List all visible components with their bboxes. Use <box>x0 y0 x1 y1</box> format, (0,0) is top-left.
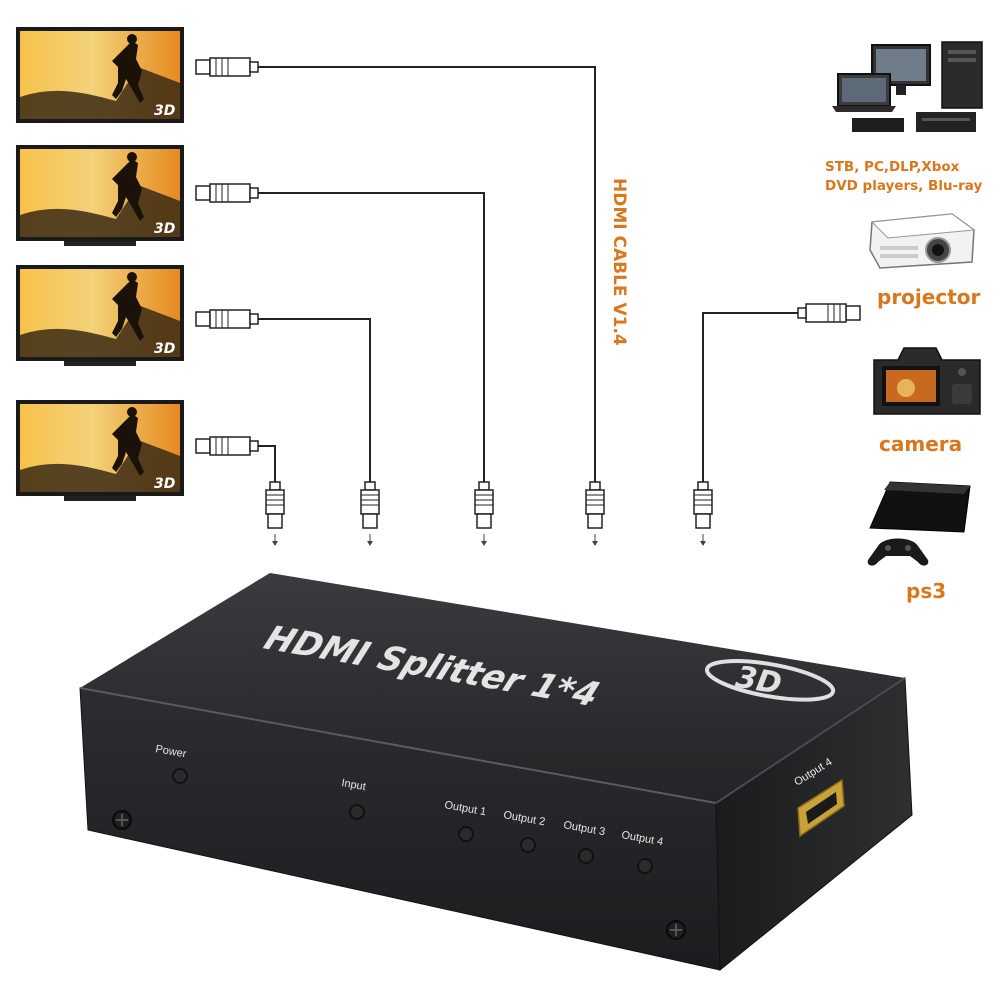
hdmi-plug-down-icon <box>693 481 713 547</box>
cable-tv2 <box>258 192 485 482</box>
tv-display-4: 3D <box>16 400 184 501</box>
hdmi-plug-icon <box>195 57 259 77</box>
camera-label: camera <box>879 432 962 456</box>
tv-display-2: 3D <box>16 145 184 246</box>
hdmi-plug-down-icon <box>360 481 380 547</box>
hdmi-plug-icon <box>195 436 259 456</box>
device-3d-badge-text: 3D <box>733 660 784 702</box>
hdmi-plug-icon <box>797 303 861 323</box>
tv-display-1: 3D <box>16 27 184 123</box>
hdmi-plug-down-icon <box>585 481 605 547</box>
tv-3d-badge: 3D <box>154 103 175 119</box>
hdmi-plug-icon <box>195 183 259 203</box>
hdmi-plug-down-icon <box>265 481 285 547</box>
output-4-led <box>637 858 653 874</box>
cables <box>258 66 802 482</box>
camera-icon <box>873 347 981 415</box>
device-3d-badge: 3D <box>704 659 836 702</box>
tv-3d-badge: 3D <box>154 476 175 492</box>
output-3-led <box>578 848 594 864</box>
sources-caption-line2: DVD players, Blu-ray <box>825 178 983 194</box>
output-1-led <box>458 826 474 842</box>
hdmi-splitter-device: HDMI Splitter 1*4 3D Power Input Output … <box>79 573 913 972</box>
hdmi-plug-icon <box>195 309 259 329</box>
game-console-icon <box>867 481 971 566</box>
projector-icon <box>869 213 976 269</box>
tv-display-3: 3D <box>16 265 184 366</box>
tv-3d-badge: 3D <box>154 221 175 237</box>
screw-icon <box>666 920 686 940</box>
output-2-led <box>520 837 536 853</box>
cable-tv1 <box>258 66 596 482</box>
projector-label: projector <box>877 285 980 309</box>
hdmi-port-icon <box>797 778 845 838</box>
cable-label: HDMI CABLE V1.4 <box>609 178 629 346</box>
input-label: Input <box>340 777 366 793</box>
power-led <box>172 768 188 784</box>
cable-tv4 <box>258 445 276 482</box>
sources-caption-line1: STB, PC,DLP,Xbox <box>825 159 960 175</box>
screw-icon <box>112 810 132 830</box>
console-label: ps3 <box>906 579 946 603</box>
cable-source <box>702 312 802 482</box>
power-label: Power <box>154 743 187 760</box>
cable-tv3 <box>258 318 371 482</box>
tv-3d-badge: 3D <box>154 341 175 357</box>
computers-icon <box>832 41 983 132</box>
input-led <box>349 804 365 820</box>
hdmi-plug-down-icon <box>474 481 494 547</box>
